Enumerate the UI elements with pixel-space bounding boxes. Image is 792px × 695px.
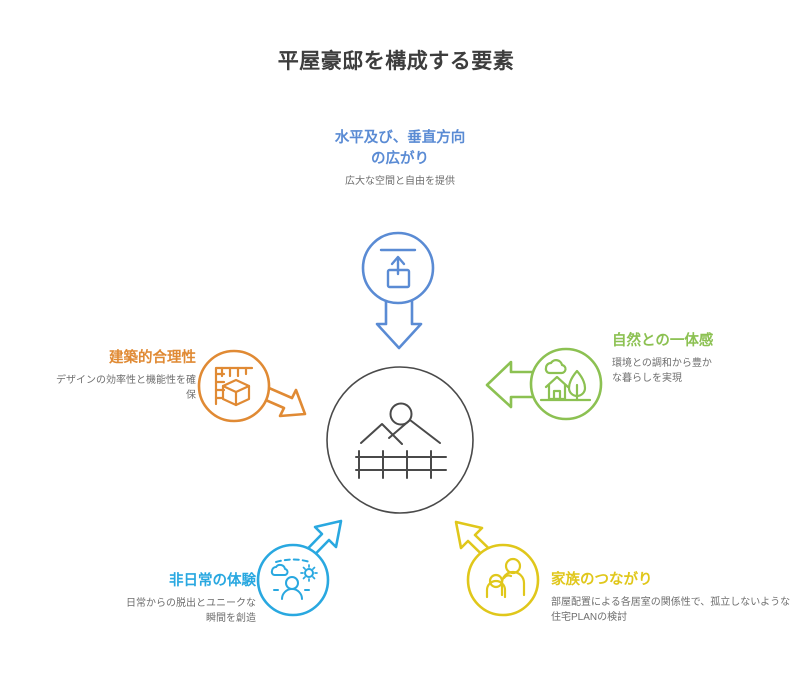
node-title-expansion: 水平及び、垂直方向の広がり — [334, 130, 466, 168]
expand-upload-arrow-icon — [379, 248, 417, 289]
house-tree-cloud-icon — [539, 359, 592, 402]
family-people-icon — [485, 557, 526, 599]
center-node[interactable] — [326, 366, 474, 514]
landscape-scenery-icon — [355, 402, 447, 479]
node-desc-nature: 環境との調和から豊かな暮らしを実現 — [612, 358, 712, 385]
node-circle-rationality — [197, 349, 271, 423]
node-label-family[interactable]: 家族のつながり 部屋配置による各居室の関係性で、孤立しないような住宅PLANの検… — [551, 570, 790, 625]
page-title: 平屋豪邸を構成する要素 — [277, 50, 515, 73]
node-label-nature[interactable]: 自然との一体感 環境との調和から豊かな暮らしを実現 — [612, 331, 716, 386]
node-label-extraordinary[interactable]: 非日常の体験 日常からの脱出とユニークな瞬間を創造 — [118, 571, 256, 626]
weather-person-icon — [270, 558, 318, 600]
node-title-nature: 自然との一体感 — [612, 333, 714, 349]
node-desc-extraordinary: 日常からの脱出とユニークな瞬間を創造 — [126, 598, 256, 625]
node-label-rationality[interactable]: 建築的合理性 デザインの効率性と機能性を確保 — [56, 348, 196, 403]
node-label-expansion[interactable]: 水平及び、垂直方向の広がり 広大な空間と自由を提供 — [331, 128, 469, 189]
node-rationality[interactable] — [197, 349, 307, 423]
ruler-cube-icon — [214, 366, 254, 407]
node-title-family: 家族のつながり — [551, 572, 653, 588]
node-desc-family: 部屋配置による各居室の関係性で、孤立しないような住宅PLANの検討 — [551, 597, 791, 624]
node-nature[interactable] — [485, 347, 603, 421]
node-family[interactable] — [454, 520, 540, 617]
node-circle-extraordinary — [256, 543, 330, 617]
node-title-rationality: 建築的合理性 — [109, 350, 196, 366]
node-extraordinary[interactable] — [256, 519, 343, 617]
node-desc-expansion: 広大な空間と自由を提供 — [345, 176, 455, 188]
node-expansion[interactable] — [361, 231, 435, 350]
node-title-extraordinary: 非日常の体験 — [169, 573, 256, 589]
node-desc-rationality: デザインの効率性と機能性を確保 — [56, 375, 196, 402]
